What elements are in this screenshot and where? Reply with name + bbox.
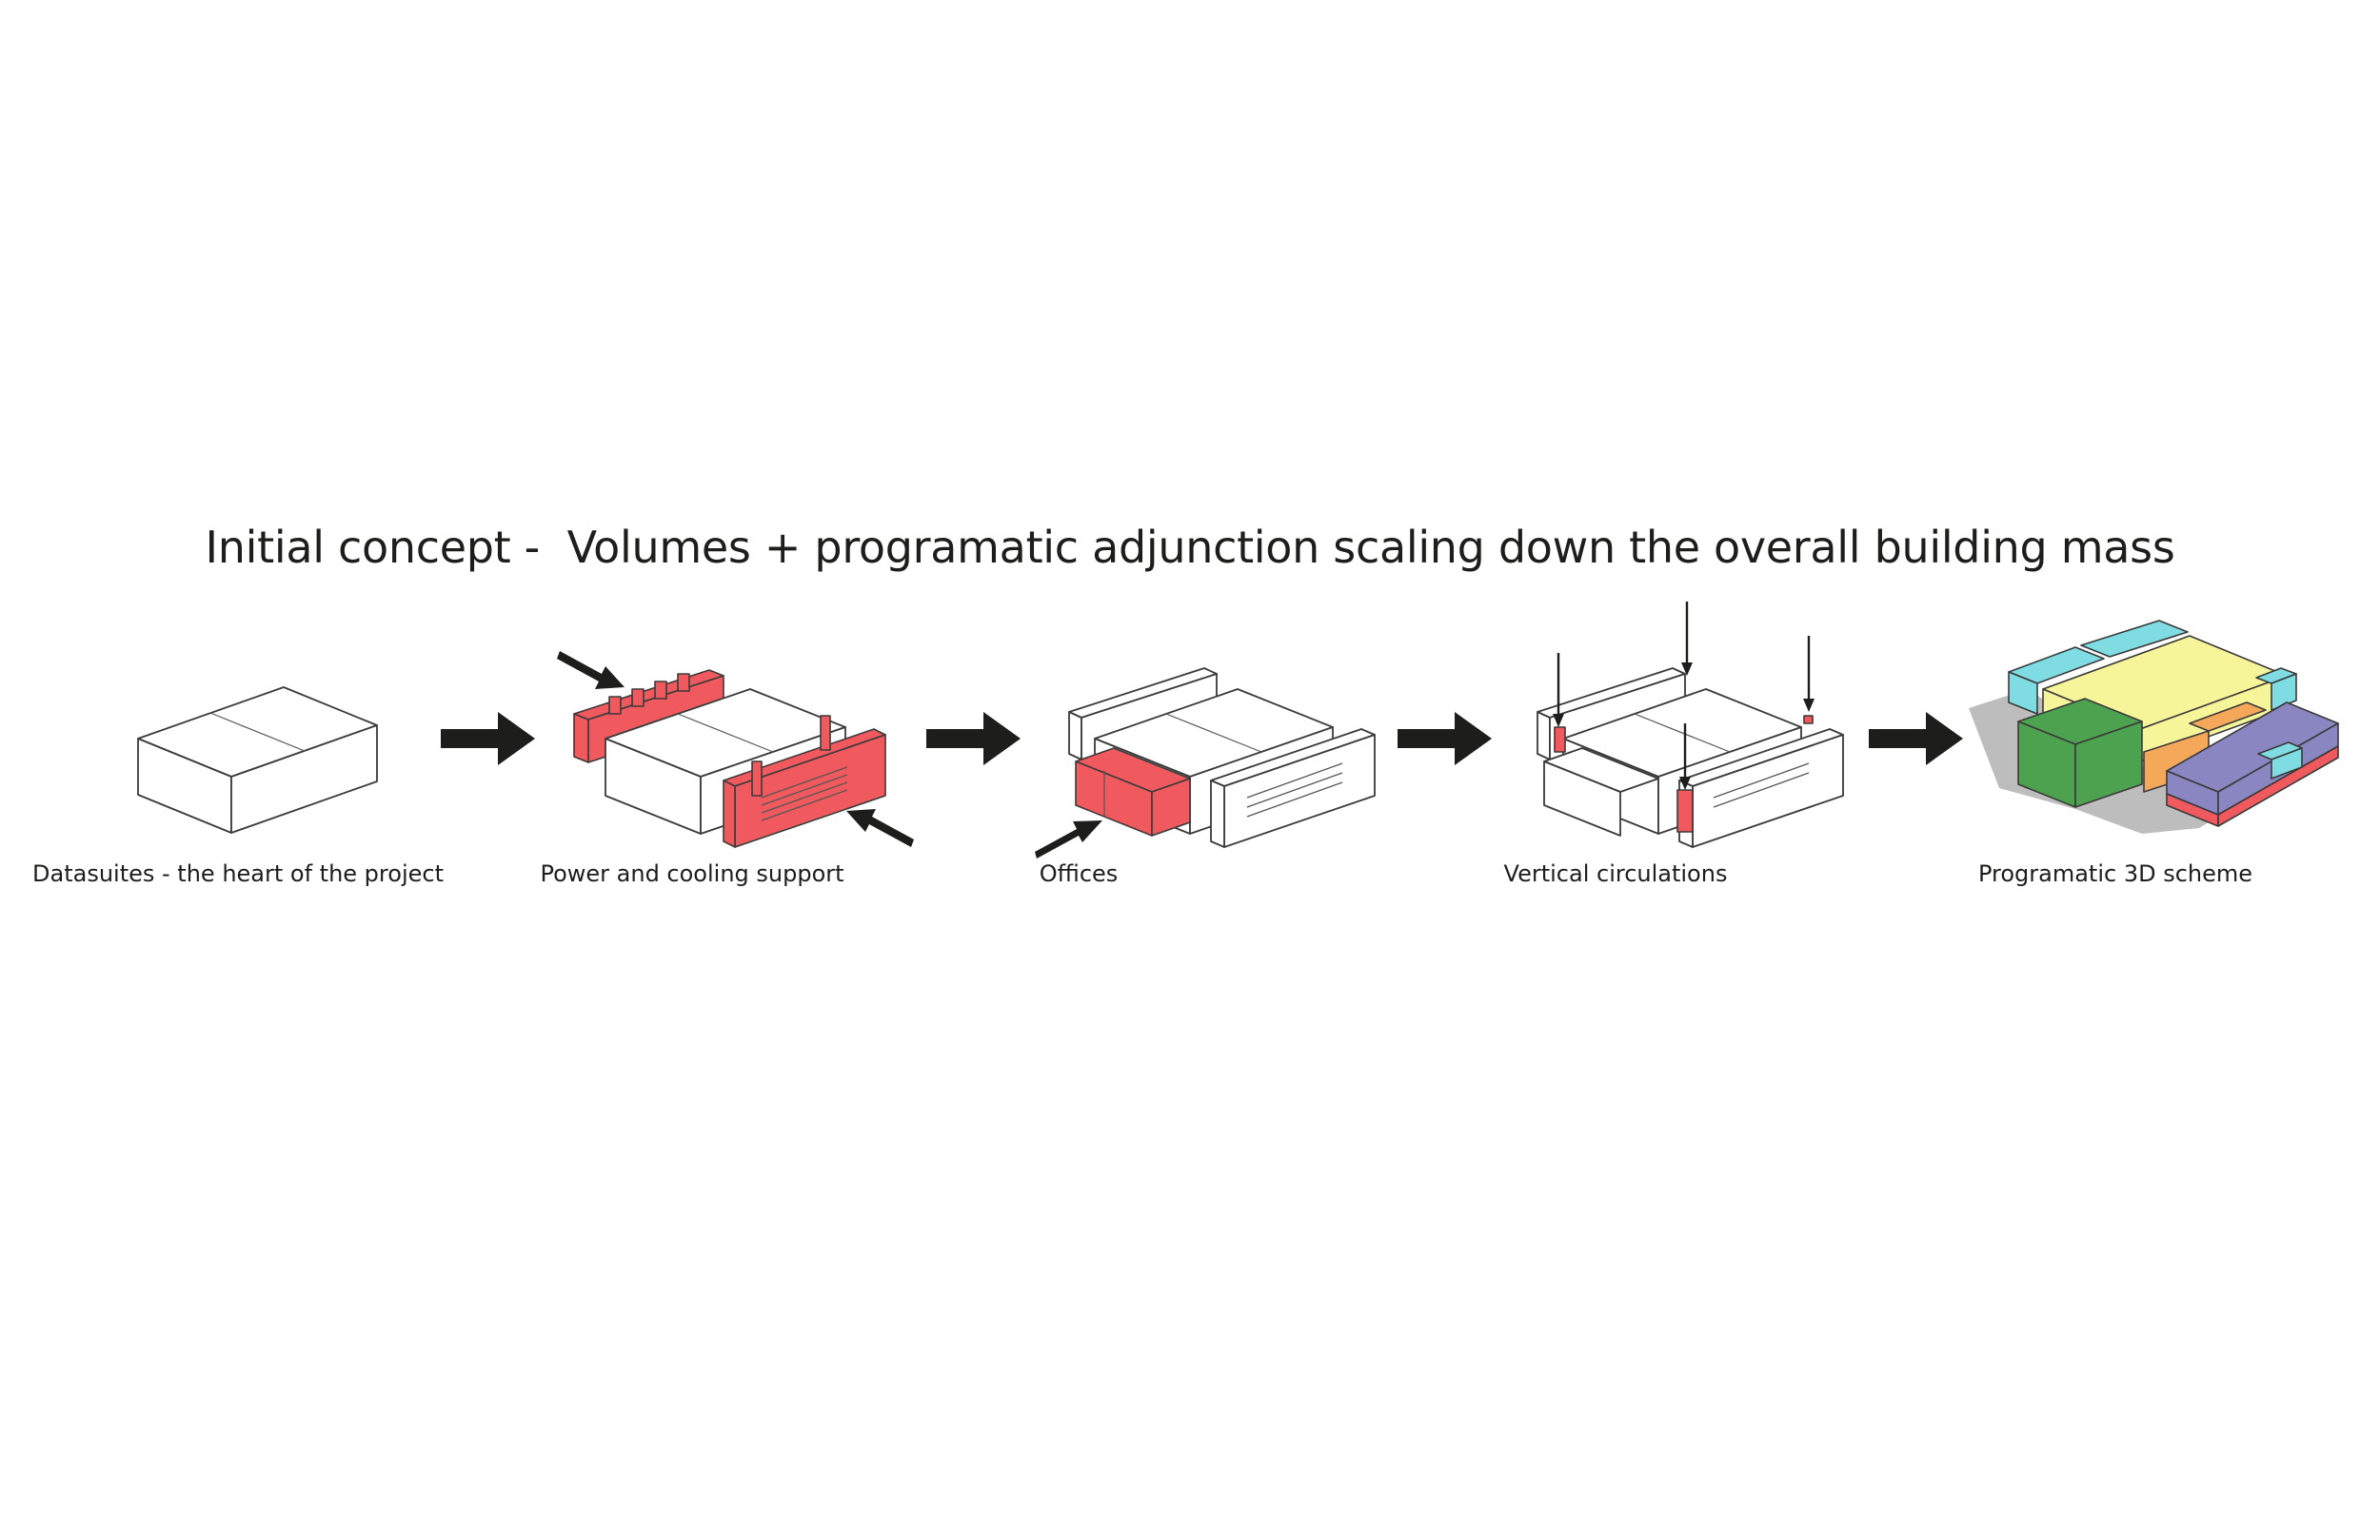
step-arrow-4 [1869, 712, 1963, 765]
page-title: Initial concept - Volumes + programatic … [205, 522, 2175, 573]
step-4-circulation-volume [1537, 602, 1844, 848]
step-1-caption: Datasuites - the heart of the project [32, 860, 444, 887]
step-arrow-3 [1398, 712, 1492, 765]
step-4-caption: Vertical circulations [1504, 860, 1728, 887]
step-arrow-2 [926, 712, 1021, 765]
step-5-caption: Programatic 3D scheme [1978, 860, 2252, 887]
step-2-caption: Power and cooling support [540, 860, 843, 887]
step-5-programatic-scheme [1969, 620, 2339, 834]
step-2-power-cooling-volume [557, 651, 914, 848]
step-arrow-1 [441, 712, 535, 765]
step-3-caption: Offices [1040, 860, 1119, 887]
step-3-offices-volume [1035, 667, 1376, 859]
step-1-datasuites-volume [137, 686, 378, 834]
